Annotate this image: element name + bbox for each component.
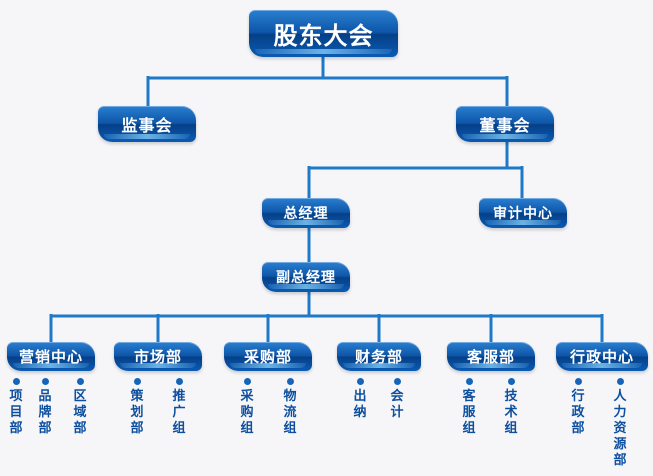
node-supervisory-board: 监事会 xyxy=(98,106,196,142)
sub-unit: 出纳 xyxy=(352,378,368,421)
sub-unit: 策划部 xyxy=(129,378,145,437)
bullet-dot-icon xyxy=(616,378,624,385)
bullet-dot-icon xyxy=(465,378,473,385)
sub-unit: 品牌部 xyxy=(37,378,53,437)
node-audit-center: 审计中心 xyxy=(479,198,567,228)
sub-unit: 行政部 xyxy=(570,378,586,437)
node-shareholders-meeting: 股东大会 xyxy=(249,10,398,57)
sub-unit: 物流组 xyxy=(282,378,298,437)
sub-unit-label: 推广组 xyxy=(172,389,186,436)
bullet-dot-icon xyxy=(356,378,364,385)
dept-5: 客服部 xyxy=(447,342,535,371)
sub-unit: 会计 xyxy=(389,378,405,421)
sub-unit-label: 技术组 xyxy=(504,389,518,436)
bullet-dot-icon xyxy=(393,378,401,385)
sub-unit-label: 品牌部 xyxy=(38,389,52,436)
sub-unit-label: 采购组 xyxy=(240,389,254,436)
bullet-dot-icon xyxy=(574,378,582,385)
sub-unit: 采购组 xyxy=(239,378,255,437)
bullet-dot-icon xyxy=(507,378,515,385)
sub-unit-label: 项目部 xyxy=(9,389,23,436)
node-board-of-directors: 董事会 xyxy=(456,106,554,142)
bullet-dot-icon xyxy=(41,378,49,385)
bullet-dot-icon xyxy=(243,378,251,385)
dept-6: 行政中心 xyxy=(556,342,648,371)
sub-unit: 客服组 xyxy=(461,378,477,437)
sub-unit-label: 物流组 xyxy=(283,389,297,436)
sub-unit: 技术组 xyxy=(503,378,519,437)
sub-unit-label: 行政部 xyxy=(571,389,585,436)
sub-unit-label: 客服组 xyxy=(462,389,476,436)
bullet-dot-icon xyxy=(175,378,183,385)
bullet-dot-icon xyxy=(286,378,294,385)
dept-4: 财务部 xyxy=(337,342,421,371)
bullet-dot-icon xyxy=(12,378,20,385)
sub-unit-label: 出纳 xyxy=(353,389,367,420)
node-general-manager: 总经理 xyxy=(262,198,350,228)
bullet-dot-icon xyxy=(133,378,141,385)
sub-unit: 项目部 xyxy=(8,378,24,437)
bullet-dot-icon xyxy=(76,378,84,385)
dept-1: 营销中心 xyxy=(7,342,95,371)
sub-unit: 区域部 xyxy=(72,378,88,437)
sub-unit: 推广组 xyxy=(171,378,187,437)
sub-unit: 人力资源部 xyxy=(612,378,628,469)
sub-unit-label: 策划部 xyxy=(130,389,144,436)
sub-unit-label: 区域部 xyxy=(73,389,87,436)
node-deputy-general-manager: 副总经理 xyxy=(262,262,350,292)
dept-3: 采购部 xyxy=(224,342,312,371)
sub-unit-label: 人力资源部 xyxy=(613,389,627,468)
dept-2: 市场部 xyxy=(114,342,202,371)
sub-unit-label: 会计 xyxy=(390,389,404,420)
